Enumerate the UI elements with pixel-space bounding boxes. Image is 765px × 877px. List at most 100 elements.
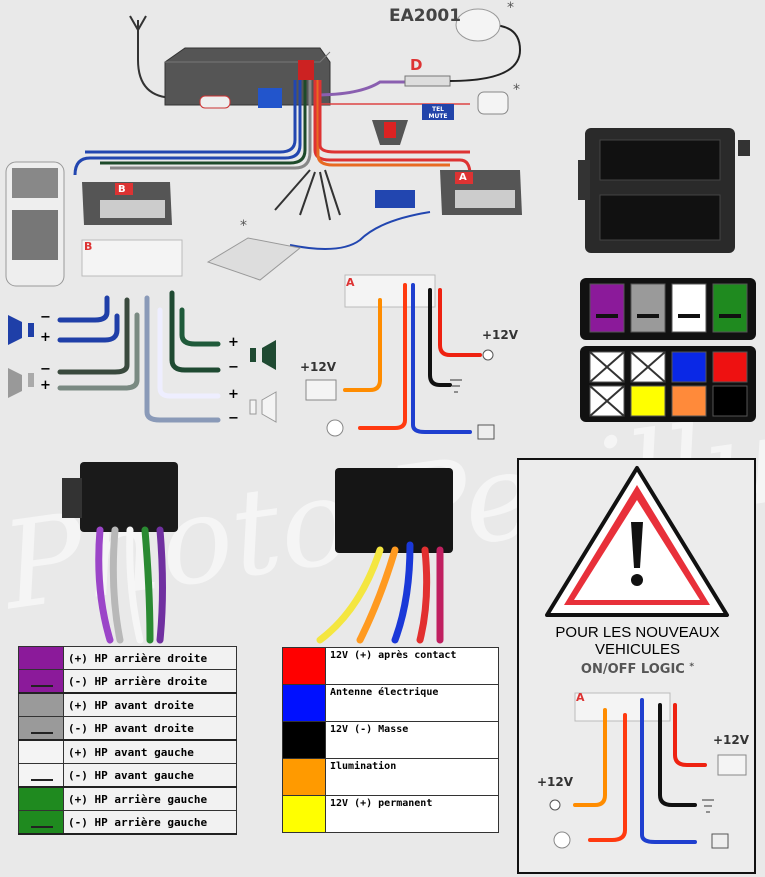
color-swatch bbox=[18, 716, 64, 741]
color-swatch bbox=[282, 684, 326, 722]
color-swatch bbox=[18, 692, 64, 717]
power-legend-row: 12V (+) après contact bbox=[282, 647, 499, 685]
power-legend-row: 12V (+) permanent bbox=[282, 795, 499, 833]
plus-sign: + bbox=[40, 330, 51, 345]
negative-stripe bbox=[31, 779, 53, 781]
color-swatch bbox=[18, 763, 64, 788]
connector-a-body bbox=[440, 170, 522, 215]
antenna-motor-icon bbox=[477, 424, 495, 440]
power-connector-photo bbox=[316, 468, 453, 644]
car-icon bbox=[5, 161, 65, 287]
pin-row1-3 bbox=[712, 283, 748, 333]
connector-b-pinout bbox=[81, 239, 183, 277]
legend-label: (+) HP avant gauche bbox=[63, 739, 237, 764]
on-off-logic-asterisk: * bbox=[689, 662, 695, 672]
pin-row3-2 bbox=[671, 385, 707, 417]
wiring-harness bbox=[73, 80, 472, 250]
antenna-adapter-icon bbox=[375, 190, 415, 208]
plus12v-ignition-label: +12V bbox=[482, 328, 519, 342]
negative-stripe bbox=[678, 314, 700, 318]
light-bulb-icon bbox=[326, 419, 344, 437]
fuse-icon bbox=[199, 95, 231, 109]
power-legend-row: Ilumination bbox=[282, 758, 499, 796]
asterisk-amplifier: * bbox=[240, 218, 247, 234]
ignition-key-icon bbox=[482, 349, 494, 361]
color-swatch bbox=[18, 810, 64, 835]
pin-row2-3 bbox=[712, 351, 748, 383]
speaker-connector-photo bbox=[62, 462, 178, 644]
plus-sign: + bbox=[40, 378, 51, 393]
battery-icon bbox=[305, 379, 337, 401]
speaker-front-right-icon bbox=[8, 368, 34, 398]
minus-sign: − bbox=[40, 362, 51, 377]
ea2001-module-icon bbox=[455, 8, 501, 42]
power-legend-row: Antenne électrique bbox=[282, 684, 499, 722]
minus-sign: − bbox=[228, 411, 239, 426]
legend-label: (-) HP arrière gauche bbox=[63, 810, 237, 835]
asterisk-ea2001: * bbox=[507, 0, 514, 16]
legend-label: Antenne électrique bbox=[325, 684, 499, 722]
power-legend-row: 12V (-) Masse bbox=[282, 721, 499, 759]
legend-label: (+) HP arrière gauche bbox=[63, 786, 237, 811]
pin-row1-1 bbox=[630, 283, 666, 333]
color-swatch bbox=[282, 721, 326, 759]
unused-pin-cross-icon bbox=[589, 351, 625, 383]
warning-plus12v-right: +12V bbox=[713, 733, 750, 747]
speaker-wire-legend: (+) HP arrière droite(-) HP arrière droi… bbox=[18, 646, 237, 835]
warning-line-1: POUR LES NOUVEAUX bbox=[555, 624, 720, 641]
asterisk-telephone: * bbox=[513, 82, 520, 98]
legend-label: Ilumination bbox=[325, 758, 499, 796]
pin-row2-2 bbox=[671, 351, 707, 383]
legend-label: (+) HP arrière droite bbox=[63, 646, 237, 670]
legend-label: (-) HP avant gauche bbox=[63, 763, 237, 788]
color-swatch bbox=[282, 795, 326, 833]
warning-connector-a-label: A bbox=[576, 691, 585, 704]
speaker-legend-row: (+) HP arrière gauche bbox=[18, 786, 237, 811]
speaker-legend-row: (-) HP avant gauche bbox=[18, 763, 237, 788]
legend-label: 12V (+) permanent bbox=[325, 795, 499, 833]
head-unit bbox=[164, 47, 331, 106]
ea2001-label: EA2001 bbox=[389, 6, 462, 26]
plus12v-battery-label: +12V bbox=[300, 360, 337, 374]
connector-b-label: B bbox=[84, 240, 93, 253]
legend-label: (+) HP avant droite bbox=[63, 692, 237, 717]
pin-row3-1 bbox=[630, 385, 666, 417]
speaker-legend-row: (+) HP avant gauche bbox=[18, 739, 237, 764]
negative-stripe bbox=[31, 685, 53, 687]
unused-pin-cross-icon bbox=[589, 385, 625, 417]
pin-color-cells bbox=[589, 283, 748, 417]
warning-plus12v-left: +12V bbox=[537, 775, 574, 789]
color-swatch bbox=[282, 647, 326, 685]
legend-label: (-) HP arrière droite bbox=[63, 669, 237, 694]
on-off-logic-label: ON/OFF LOGIC * bbox=[520, 662, 755, 677]
color-swatch bbox=[18, 646, 64, 670]
power-wires bbox=[343, 283, 482, 434]
pin-row3-3 bbox=[712, 385, 748, 417]
pin-row1-2 bbox=[671, 283, 707, 333]
connector-a-pinout bbox=[344, 274, 436, 308]
plus-sign: + bbox=[228, 387, 239, 402]
minus-sign: − bbox=[40, 310, 51, 325]
connector-d-label: D bbox=[410, 56, 423, 74]
speaker-legend-row: (+) HP avant droite bbox=[18, 692, 237, 717]
speaker-legend-row: (-) HP arrière gauche bbox=[18, 810, 237, 835]
speaker-rear-right-icon bbox=[8, 315, 34, 345]
minus-sign: − bbox=[228, 360, 239, 375]
relay-icon bbox=[258, 88, 282, 108]
color-swatch bbox=[282, 758, 326, 796]
connector-b-body bbox=[82, 182, 172, 225]
ground-icon bbox=[450, 379, 462, 393]
connector-a-label: A bbox=[346, 276, 355, 289]
unused-pin-cross-icon bbox=[630, 351, 666, 383]
connector-d bbox=[404, 75, 451, 87]
tel-mute-label: TEL MUTE bbox=[428, 106, 448, 120]
speaker-legend-row: (+) HP arrière droite bbox=[18, 646, 237, 670]
telephone-icon bbox=[477, 91, 509, 115]
negative-stripe bbox=[596, 314, 618, 318]
negative-stripe bbox=[31, 826, 53, 828]
legend-label: (-) HP avant droite bbox=[63, 716, 237, 741]
pin-row1-0 bbox=[589, 283, 625, 333]
warning-line-2: VEHICULES bbox=[594, 641, 681, 658]
